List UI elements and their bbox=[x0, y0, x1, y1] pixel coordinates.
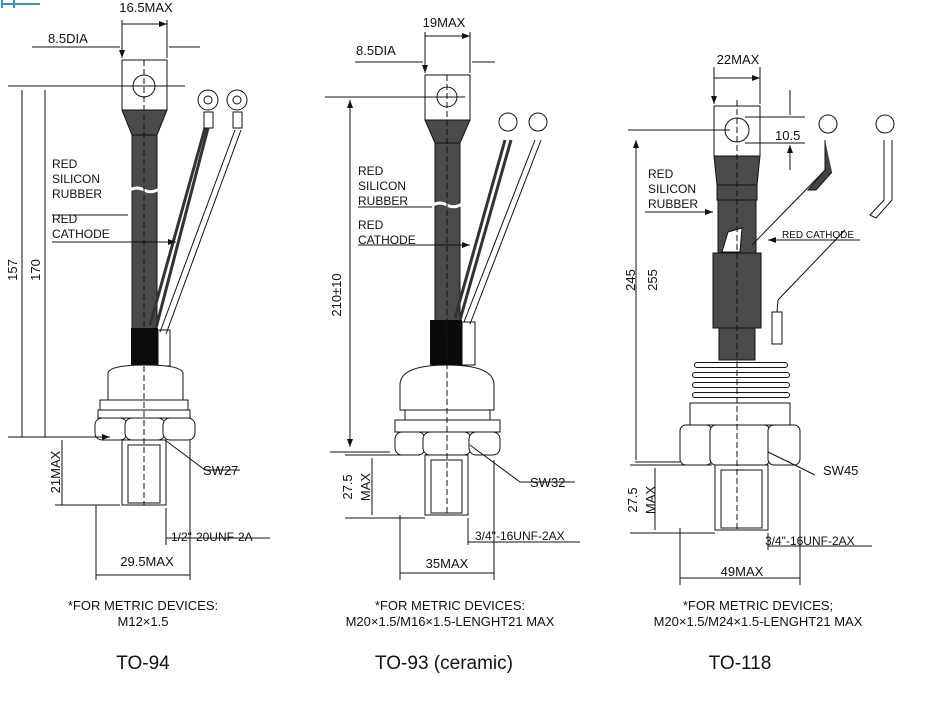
package-to-94: 16.5MAX 8.5DIA 157 170 21MAX SW27 1/2"-2… bbox=[5, 0, 270, 674]
dim-length-b: 170 bbox=[28, 259, 43, 281]
dimension-label: RED bbox=[358, 218, 384, 232]
dimension-label: MAX bbox=[358, 473, 373, 502]
dimension-label: M12×1.5 bbox=[118, 614, 169, 629]
dimension-label: M20×1.5/M16×1.5-LENGHT21 MAX bbox=[346, 614, 555, 629]
dimension-label: 22MAX bbox=[717, 52, 760, 67]
dimension-label: 10.5 bbox=[775, 128, 800, 143]
dimension-label: MAX bbox=[643, 486, 658, 515]
dimension-label: 27.5 bbox=[340, 474, 355, 499]
dimension-label: *FOR METRIC DEVICES: bbox=[375, 598, 525, 613]
dimension-label: RED bbox=[648, 167, 674, 181]
dimension-label: 19MAX bbox=[423, 15, 466, 30]
package-title: TO-94 bbox=[116, 653, 170, 674]
dimension-label: SW45 bbox=[823, 463, 858, 478]
dimension-label: RED bbox=[52, 157, 78, 171]
dimension-label: RED bbox=[52, 212, 78, 226]
dimension-label: 3/4"-16UNF-2AX bbox=[765, 534, 855, 548]
dimension-label: RUBBER bbox=[648, 197, 698, 211]
dimension-label: 245 bbox=[623, 269, 638, 291]
dimension-label: SILICON bbox=[52, 172, 100, 186]
dim-hex: SW27 bbox=[203, 463, 238, 478]
metric-note: *FOR METRIC DEVICES: bbox=[68, 598, 218, 613]
dim-hole: 8.5DIA bbox=[48, 31, 88, 46]
dimension-label: RED CATHODE bbox=[782, 230, 854, 241]
dimension-label: 27.5 bbox=[625, 487, 640, 512]
dimension-label: 255 bbox=[645, 269, 660, 291]
dimension-label: 49MAX bbox=[721, 564, 764, 579]
dimension-label: *FOR METRIC DEVICES; bbox=[683, 598, 833, 613]
dimension-label: SILICON bbox=[648, 182, 696, 196]
dim-width-top: 16.5MAX bbox=[119, 0, 173, 15]
dimension-label: SW32 bbox=[530, 475, 565, 490]
dimension-label: RED bbox=[358, 164, 384, 178]
package-to-93: 19MAX 8.5DIA 210±10 27.5 MAX SW32 3/4"-1… bbox=[325, 15, 580, 674]
label-rubber: RUBBER bbox=[52, 187, 102, 201]
package-to-118: 22MAX 10.5 245 255 27.5 MAX SW45 3/4"-16… bbox=[623, 52, 895, 674]
dimension-label: 35MAX bbox=[426, 556, 469, 571]
dimension-label: 210±10 bbox=[329, 273, 344, 316]
dimension-label: TO-93 (ceramic) bbox=[375, 653, 513, 674]
dimension-label: 3/4"-16UNF-2AX bbox=[475, 529, 565, 543]
dimension-label: CATHODE bbox=[358, 233, 416, 247]
dimension-label: M20×1.5/M24×1.5-LENGHT21 MAX bbox=[654, 614, 863, 629]
dimension-label: RUBBER bbox=[358, 194, 408, 208]
dimension-label: TO-118 bbox=[709, 653, 772, 674]
dimension-label: 8.5DIA bbox=[356, 43, 396, 58]
dimension-label: SILICON bbox=[358, 179, 406, 193]
label-cathode: CATHODE bbox=[52, 227, 110, 241]
dim-length-a: 157 bbox=[5, 259, 20, 281]
dim-thread-length: 21MAX bbox=[48, 450, 63, 493]
dim-thread: 1/2"-20UNF-2A bbox=[171, 530, 253, 544]
dim-base: 29.5MAX bbox=[120, 554, 174, 569]
corner-mark bbox=[1, 0, 40, 8]
